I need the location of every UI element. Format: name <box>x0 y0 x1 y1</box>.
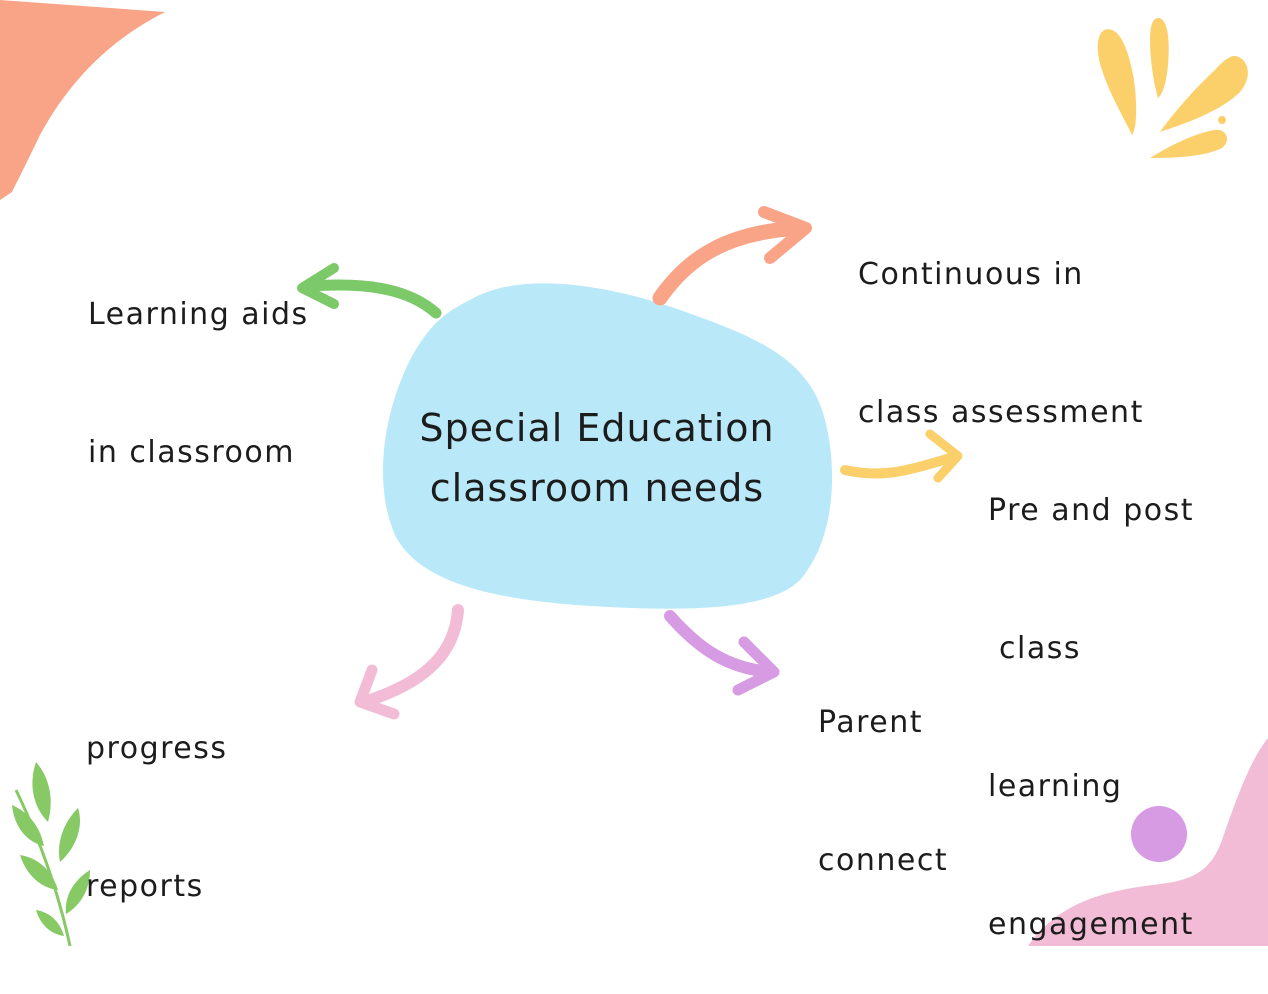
arrow-to-assessment <box>652 206 812 306</box>
branch-engagement-line-2: class <box>988 631 1082 666</box>
central-topic-line-2: classroom needs <box>429 466 765 510</box>
branch-label-assessment: Continuous in class assessment <box>858 160 1144 482</box>
branch-parent-line-1: Parent <box>818 705 924 740</box>
branch-progress-line-2: reports <box>86 869 204 904</box>
corner-blob-bottom-right <box>1028 738 1268 946</box>
branch-engagement-line-4: engagement <box>988 907 1194 942</box>
dot-bottom-right <box>1131 806 1187 862</box>
branch-progress-line-1: progress <box>86 731 228 766</box>
corner-blob-top-left <box>0 0 165 200</box>
branch-learning-aids-line-2: in classroom <box>88 435 295 470</box>
arrow-to-engagement <box>840 429 963 483</box>
arrow-to-parent-connect <box>664 610 780 696</box>
central-topic-line-1: Special Education <box>419 406 775 450</box>
branch-assessment-line-2: class assessment <box>858 395 1144 430</box>
branch-learning-aids-line-1: Learning aids <box>88 297 309 332</box>
splash-decoration-top-right <box>1097 18 1248 158</box>
central-topic-blob <box>383 283 833 609</box>
branch-engagement-line-1: Pre and post <box>988 493 1194 528</box>
central-topic-title: Special Education classroom needs <box>392 398 802 518</box>
leaf-sprig-bottom-left <box>12 762 90 946</box>
branch-label-progress-reports: progress reports <box>86 634 228 956</box>
branch-label-parent-connect: Parent connect <box>818 608 948 930</box>
arrow-to-progress-reports <box>354 604 464 720</box>
branch-label-engagement: Pre and post class learning engagement <box>988 396 1194 994</box>
branch-label-learning-aids: Learning aids in classroom <box>88 200 309 522</box>
branch-parent-line-2: connect <box>818 843 949 878</box>
branch-assessment-line-1: Continuous in <box>858 257 1084 292</box>
branch-engagement-line-3: learning <box>988 769 1123 804</box>
arrow-to-learning-aids <box>297 263 442 319</box>
mind-map-canvas <box>0 0 1268 946</box>
